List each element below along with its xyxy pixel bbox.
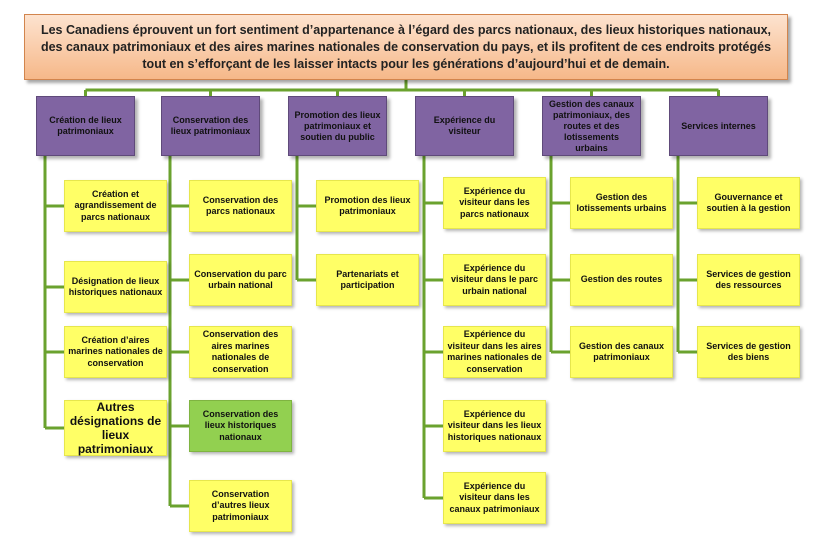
- sub-program-box: Expérience du visiteur dans le parc urba…: [443, 254, 546, 306]
- sub-program-box: Gestion des lotissements urbains: [570, 177, 673, 229]
- sub-program-box: Autres désignations de lieux patrimoniau…: [64, 400, 167, 456]
- strategic-outcome-box: Les Canadiens éprouvent un fort sentimen…: [24, 14, 788, 80]
- sub-program-box: Conservation d’autres lieux patrimoniaux: [189, 480, 292, 532]
- program-box: Expérience du visiteur: [415, 96, 514, 156]
- sub-program-box: Services de gestion des ressources: [697, 254, 800, 306]
- program-box: Services internes: [669, 96, 768, 156]
- sub-program-box: Expérience du visiteur dans les aires ma…: [443, 326, 546, 378]
- sub-program-box: Conservation des parcs nationaux: [189, 180, 292, 232]
- program-box: Promotion des lieux patrimoniaux et sout…: [288, 96, 387, 156]
- sub-program-box: Gestion des canaux patrimoniaux: [570, 326, 673, 378]
- sub-program-box: Création d’aires marines nationales de c…: [64, 326, 167, 378]
- program-box: Gestion des canaux patrimoniaux, des rou…: [542, 96, 641, 156]
- sub-program-box: Expérience du visiteur dans les lieux hi…: [443, 400, 546, 452]
- sub-program-box: Partenariats et participation: [316, 254, 419, 306]
- sub-program-box: Promotion des lieux patrimoniaux: [316, 180, 419, 232]
- sub-program-box: Gouvernance et soutien à la gestion: [697, 177, 800, 229]
- program-box: Création de lieux patrimoniaux: [36, 96, 135, 156]
- sub-program-box: Conservation des aires marines nationale…: [189, 326, 292, 378]
- sub-program-box: Expérience du visiteur dans les parcs na…: [443, 177, 546, 229]
- program-box: Conservation des lieux patrimoniaux: [161, 96, 260, 156]
- sub-program-box: Expérience du visiteur dans les canaux p…: [443, 472, 546, 524]
- sub-program-box: Gestion des routes: [570, 254, 673, 306]
- sub-program-box: Conservation du parc urbain national: [189, 254, 292, 306]
- sub-program-box: Conservation des lieux historiques natio…: [189, 400, 292, 452]
- sub-program-box: Services de gestion des biens: [697, 326, 800, 378]
- sub-program-box: Désignation de lieux historiques nationa…: [64, 261, 167, 313]
- sub-program-box: Création et agrandissement de parcs nati…: [64, 180, 167, 232]
